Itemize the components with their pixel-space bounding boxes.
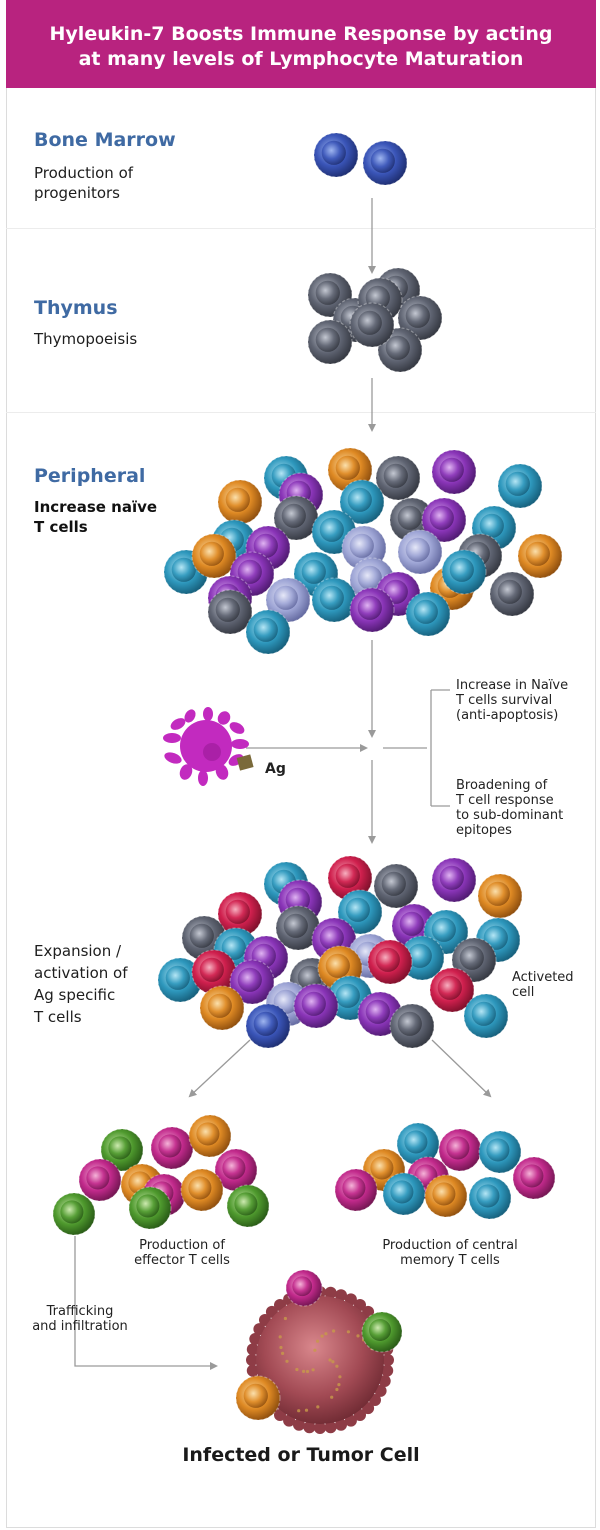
antigen-presenting-cell-icon — [163, 707, 254, 786]
lymphocyte-icon — [367, 939, 413, 985]
lymphocyte-icon — [337, 889, 383, 935]
lymphocyte-icon — [512, 1156, 556, 1200]
lymphocyte-icon — [421, 497, 467, 543]
lymphocyte-icon — [497, 463, 543, 509]
activated-cell-label: Activeted cell — [512, 970, 574, 1000]
thymus-title: Thymus — [34, 297, 118, 319]
lymphocyte-icon — [397, 529, 443, 575]
memory-label: Production of central memory T cells — [382, 1238, 518, 1268]
lymphocyte-icon — [349, 587, 395, 633]
lymphocyte-icon — [327, 855, 373, 901]
lymphocyte-icon — [477, 873, 523, 919]
expansion-text: Expansion / activation of Ag specific T … — [34, 942, 128, 1026]
effect-survival-text: Increase in Naïve T cells survival (anti… — [456, 678, 569, 723]
lymphocyte-icon — [382, 1172, 426, 1216]
lymphocyte-icon — [397, 295, 443, 341]
lymphocyte-icon — [438, 1128, 482, 1172]
lymphocyte-icon — [468, 1176, 512, 1220]
bone-marrow-title: Bone Marrow — [34, 129, 176, 151]
target-cell-label: Infected or Tumor Cell — [182, 1444, 420, 1466]
thymus-desc: Thymopoeisis — [34, 330, 138, 348]
lymphocyte-icon — [52, 1192, 96, 1236]
lymphocyte-icon — [273, 495, 319, 541]
effect-broadening-text: Broadening of T cell response to sub-dom… — [456, 778, 564, 838]
lymphocyte-icon — [399, 935, 445, 981]
lymphocyte-icon — [150, 1126, 194, 1170]
page-header: Hyleukin-7 Boosts Immune Response by act… — [6, 0, 596, 88]
lymphocyte-icon — [424, 1174, 468, 1218]
lymphocyte-icon — [275, 905, 321, 951]
arrow-to-effector — [188, 1039, 251, 1098]
effector-label: Production of effector T cells — [134, 1238, 230, 1268]
lymphocyte-icon — [389, 1003, 435, 1049]
lymphocyte-icon — [217, 891, 263, 937]
lymphocyte-icon — [245, 609, 291, 655]
antigen-label: Ag — [265, 761, 286, 777]
lymphocyte-icon — [157, 957, 203, 1003]
lymphocyte-icon — [373, 863, 419, 909]
lymphocyte-icon — [307, 319, 353, 365]
lymphocyte-icon — [431, 449, 477, 495]
lymphocyte-icon — [311, 577, 357, 623]
bone-marrow-desc: Production of progenitors — [34, 164, 134, 202]
section-divider — [6, 412, 596, 413]
lymphocyte-icon — [217, 479, 263, 525]
lymphocyte-icon — [188, 1114, 232, 1158]
lymphocyte-icon — [405, 591, 451, 637]
header-title-line1: Hyleukin-7 Boosts Immune Response by act… — [49, 23, 553, 45]
trafficking-label: Trafficking and infiltration — [32, 1304, 128, 1334]
lymphocyte-icon — [463, 993, 509, 1039]
lymphocyte-icon — [429, 967, 475, 1013]
arrow-to-memory — [431, 1039, 492, 1098]
lymphocyte-icon — [180, 1168, 224, 1212]
lymphocyte-icon — [489, 571, 535, 617]
lymphocyte-icon — [245, 1003, 291, 1049]
header-title-line2: at many levels of Lymphocyte Maturation — [78, 48, 524, 70]
lymphocyte-icon — [441, 549, 487, 595]
lymphocyte-icon — [362, 140, 408, 186]
lymphocyte-icon — [478, 1130, 522, 1174]
lymphocyte-icon — [339, 479, 385, 525]
lymphocyte-icon — [100, 1128, 144, 1172]
peripheral-title: Peripheral — [34, 465, 146, 487]
lymphocyte-icon — [191, 533, 237, 579]
section-divider — [6, 228, 596, 229]
lymphocyte-icon — [334, 1168, 378, 1212]
lymphocyte-icon — [293, 983, 339, 1029]
lymphocyte-icon — [128, 1186, 172, 1230]
lymphocyte-icon — [229, 959, 275, 1005]
lymphocyte-icon — [265, 577, 311, 623]
lymphocyte-icon — [349, 302, 395, 348]
lymphocyte-icon — [78, 1158, 122, 1202]
lymphocyte-icon — [517, 533, 563, 579]
lymphocyte-icon — [375, 455, 421, 501]
arrow-trafficking — [74, 1236, 218, 1370]
lymphocyte-icon — [199, 985, 245, 1031]
lymphocyte-icon — [431, 857, 477, 903]
lymphocyte-icon — [396, 1122, 440, 1166]
lymphocyte-icon — [207, 589, 253, 635]
lymphocyte-icon — [313, 132, 359, 178]
lymphocyte-icon — [377, 327, 423, 373]
lymphocyte-icon — [226, 1184, 270, 1228]
peripheral-desc: Increase naïve T cells — [34, 498, 158, 536]
lymphocyte-icon — [361, 1311, 403, 1353]
lymphocyte-icon — [235, 1375, 281, 1421]
lymphocyte-icon — [285, 1269, 323, 1307]
lymphocyte-icon — [214, 1148, 258, 1192]
